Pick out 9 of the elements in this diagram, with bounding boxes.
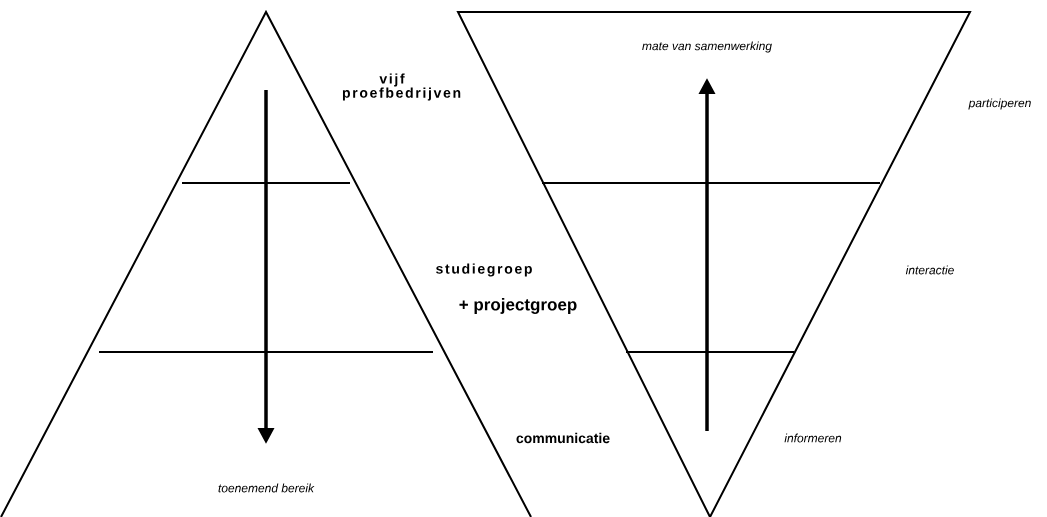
label-text: + projectgroep (459, 298, 577, 314)
label-text: interactie (905, 265, 954, 275)
label-text: informeren (784, 433, 842, 443)
label-text: studiegroep (436, 263, 532, 277)
label-text: mate van samenwerking (642, 41, 772, 53)
label-text: toenemend bereik (218, 483, 315, 493)
label-text: vijf proefbedrijven (342, 73, 461, 101)
label-text: communicatie (516, 432, 610, 444)
label-text: participeren (968, 98, 1031, 110)
